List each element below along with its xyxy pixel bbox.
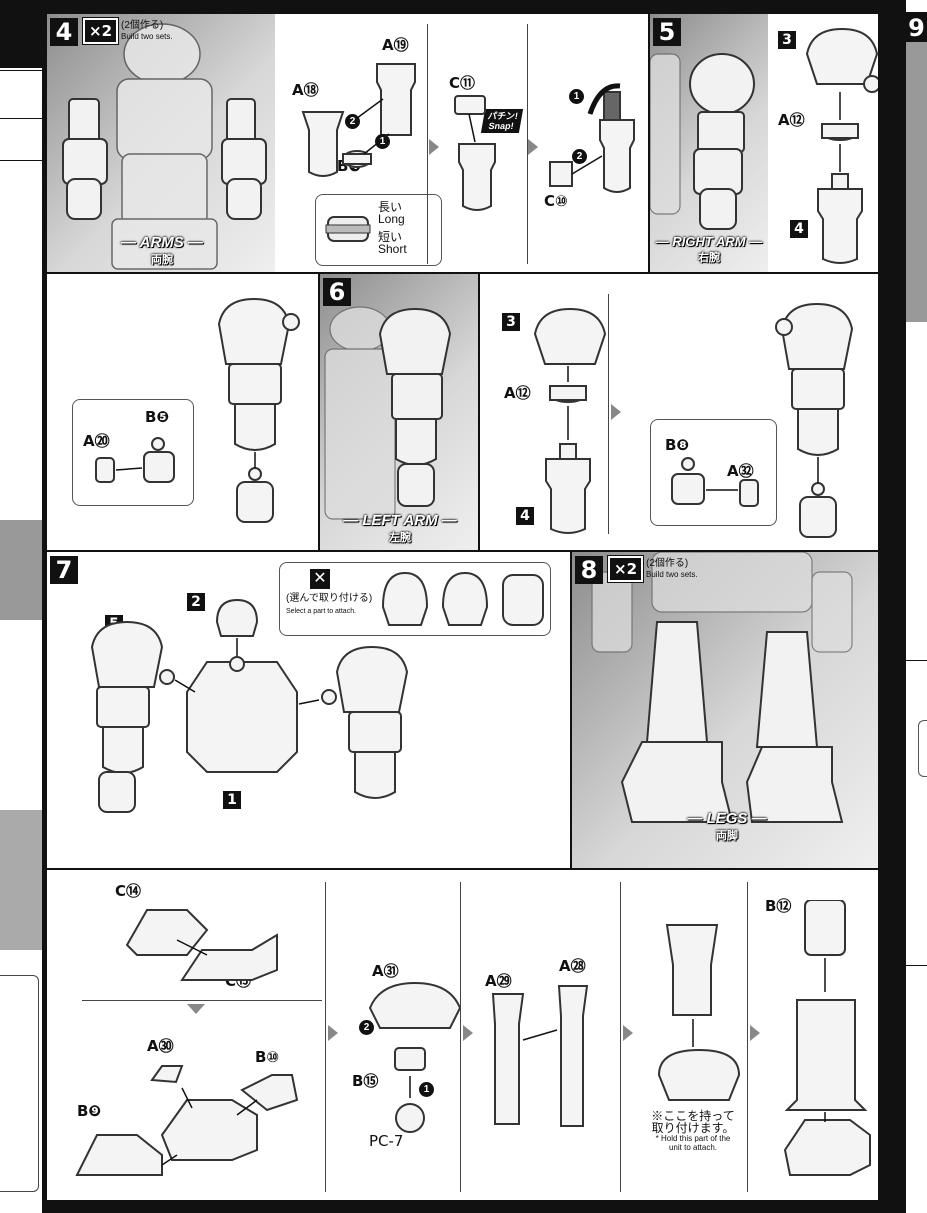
left-arm-assembly-illustration <box>533 307 607 534</box>
foot-assembly-illustration <box>75 1065 299 1176</box>
leg-complete-illustration <box>783 900 871 1176</box>
left-arm-robot-illustration <box>324 306 452 520</box>
step-4-number: 4 <box>50 18 78 46</box>
left-page-edge <box>0 0 42 1213</box>
ankle-parts-illustration <box>368 981 462 1133</box>
arms-robot-illustration <box>62 23 267 270</box>
flow-arrow <box>750 1025 760 1041</box>
hold-note: ※ここを持って 取り付けます。 * Hold this part of the … <box>651 1109 735 1152</box>
hand-parts-illustration <box>95 437 175 483</box>
step-9-number: 9 <box>906 14 927 42</box>
head-option-illustrations <box>381 571 544 626</box>
part-a28-label: A㉘ <box>559 957 586 975</box>
flow-arrow <box>463 1025 473 1041</box>
flow-arrow <box>528 139 538 155</box>
instruction-sheet: — ARMS —両腕 4 ×2 (2個作る)Build two sets. A⑲… <box>45 12 880 1202</box>
legs-caption: — LEGS —両脚 <box>687 810 767 842</box>
arms-caption: — ARMS —両腕 <box>121 234 203 266</box>
part-c11-label: C⑪ <box>449 74 476 92</box>
right-arm-robot-illustration <box>650 53 755 230</box>
order-2-marker: 2 <box>572 149 587 164</box>
step-8-preview: 8 ×2 (2個作る)Build two sets. — LEGS —両脚 <box>570 550 880 870</box>
part-b15-label: B⑮ <box>352 1072 379 1090</box>
flow-arrow <box>611 404 621 420</box>
step-7-panel: 7 2 5 6 1 ✕ (選んで取り付ける)Select a part to a… <box>45 550 572 870</box>
elbow-parts-illustration <box>454 95 496 211</box>
step-5-continued-panel: A⑳ B❺ <box>45 272 320 552</box>
order-2-marker: 2 <box>359 1020 374 1035</box>
flow-arrow-down <box>187 1004 205 1014</box>
ref-4-label: 4 <box>516 506 534 525</box>
part-a29-label: A㉙ <box>485 972 512 990</box>
build-two-badge-legs: ×2 (2個作る)Build two sets. <box>606 555 698 583</box>
part-a31-label: A㉛ <box>372 962 399 980</box>
flow-arrow <box>328 1025 338 1041</box>
part-b8-label: B❽ <box>665 436 690 454</box>
flow-arrow <box>623 1025 633 1041</box>
torso-assembly-illustration <box>90 598 409 813</box>
shin-parts-illustration <box>491 985 589 1127</box>
step-8-number: 8 <box>575 556 603 584</box>
ref-2-label: 2 <box>187 592 205 611</box>
step-5-preview: — RIGHT ARM —右腕 <box>650 14 768 272</box>
hand-callout: A⑳ B❺ <box>72 399 194 506</box>
order-1-marker: 1 <box>419 1082 434 1097</box>
ref-3-label: 3 <box>502 312 520 331</box>
leg-join-illustration <box>657 924 741 1101</box>
right-arm-assembly-illustration <box>805 27 878 264</box>
left-arm-caption: — LEFT ARM —左腕 <box>343 512 457 544</box>
step-7-number: 7 <box>50 556 78 584</box>
upper-arm-parts-illustration <box>301 63 416 177</box>
part-b12-label: B⑫ <box>765 897 792 915</box>
part-a19-label: A⑲ <box>382 36 409 54</box>
forearm-parts-illustration <box>549 83 635 193</box>
part-c10-label: C⑩ <box>544 192 568 210</box>
order-1-marker: 1 <box>569 89 584 104</box>
right-arm-caption: — RIGHT ARM —右腕 <box>655 234 763 264</box>
part-a12-label: A⑫ <box>778 111 805 129</box>
part-a20-label: A⑳ <box>83 432 110 450</box>
select-label: (選んで取り付ける)Select a part to attach. <box>286 593 373 615</box>
hand-parts-left-illustration <box>671 457 759 507</box>
head-selection-callout: ✕ (選んで取り付ける)Select a part to attach. <box>279 562 551 636</box>
part-pc7-label: PC-7 <box>369 1132 404 1150</box>
foot-parts-top-illustration <box>125 909 278 981</box>
step-5-number: 5 <box>653 18 681 46</box>
part-b5-label: B❺ <box>145 408 170 426</box>
legs-robot-illustration <box>591 552 853 823</box>
hand-callout-left: B❽ A㉜ <box>650 419 777 526</box>
build-two-badge: ×2 (2個作る)Build two sets. <box>81 17 173 45</box>
right-page-edge <box>906 0 927 1213</box>
order-1-marker: 1 <box>375 134 390 149</box>
part-a12-label: A⑫ <box>504 384 531 402</box>
part-a18-label: A⑱ <box>292 81 319 99</box>
left-arm-hand-illustration <box>775 302 854 538</box>
ref-3-label: 3 <box>778 30 796 49</box>
ref-1-label: 1 <box>223 790 241 809</box>
step-5-panel: — RIGHT ARM —右腕 5 3 A⑫ 4 <box>648 12 880 274</box>
step-6-number: 6 <box>323 278 351 306</box>
right-arm-hand-illustration <box>217 297 300 523</box>
step-4-panel: — ARMS —両腕 4 ×2 (2個作る)Build two sets. A⑲… <box>45 12 650 274</box>
part-a32-label: A㉜ <box>727 462 754 480</box>
ref-4-label: 4 <box>790 219 808 238</box>
step-8-assembly-panel: C⑭ C⑮ A㉚ B⑩ B❾ A㉛ B⑮ <box>45 868 880 1202</box>
part-c14-label: C⑭ <box>115 882 142 900</box>
step-6-assembly-panel: 3 A⑫ 4 B❽ <box>478 272 880 552</box>
step-6-preview: 6 — LEFT ARM —左腕 <box>318 272 480 552</box>
order-2-marker: 2 <box>345 114 360 129</box>
step-4-preview: — ARMS —両腕 <box>47 14 275 272</box>
select-icon: ✕ <box>310 569 330 589</box>
part-a30-label: A㉚ <box>147 1037 174 1055</box>
part-b9-label: B❾ <box>77 1102 102 1120</box>
polycap-illustration <box>325 216 371 242</box>
part-b10-label: B⑩ <box>255 1048 280 1066</box>
flow-arrow <box>429 139 439 155</box>
